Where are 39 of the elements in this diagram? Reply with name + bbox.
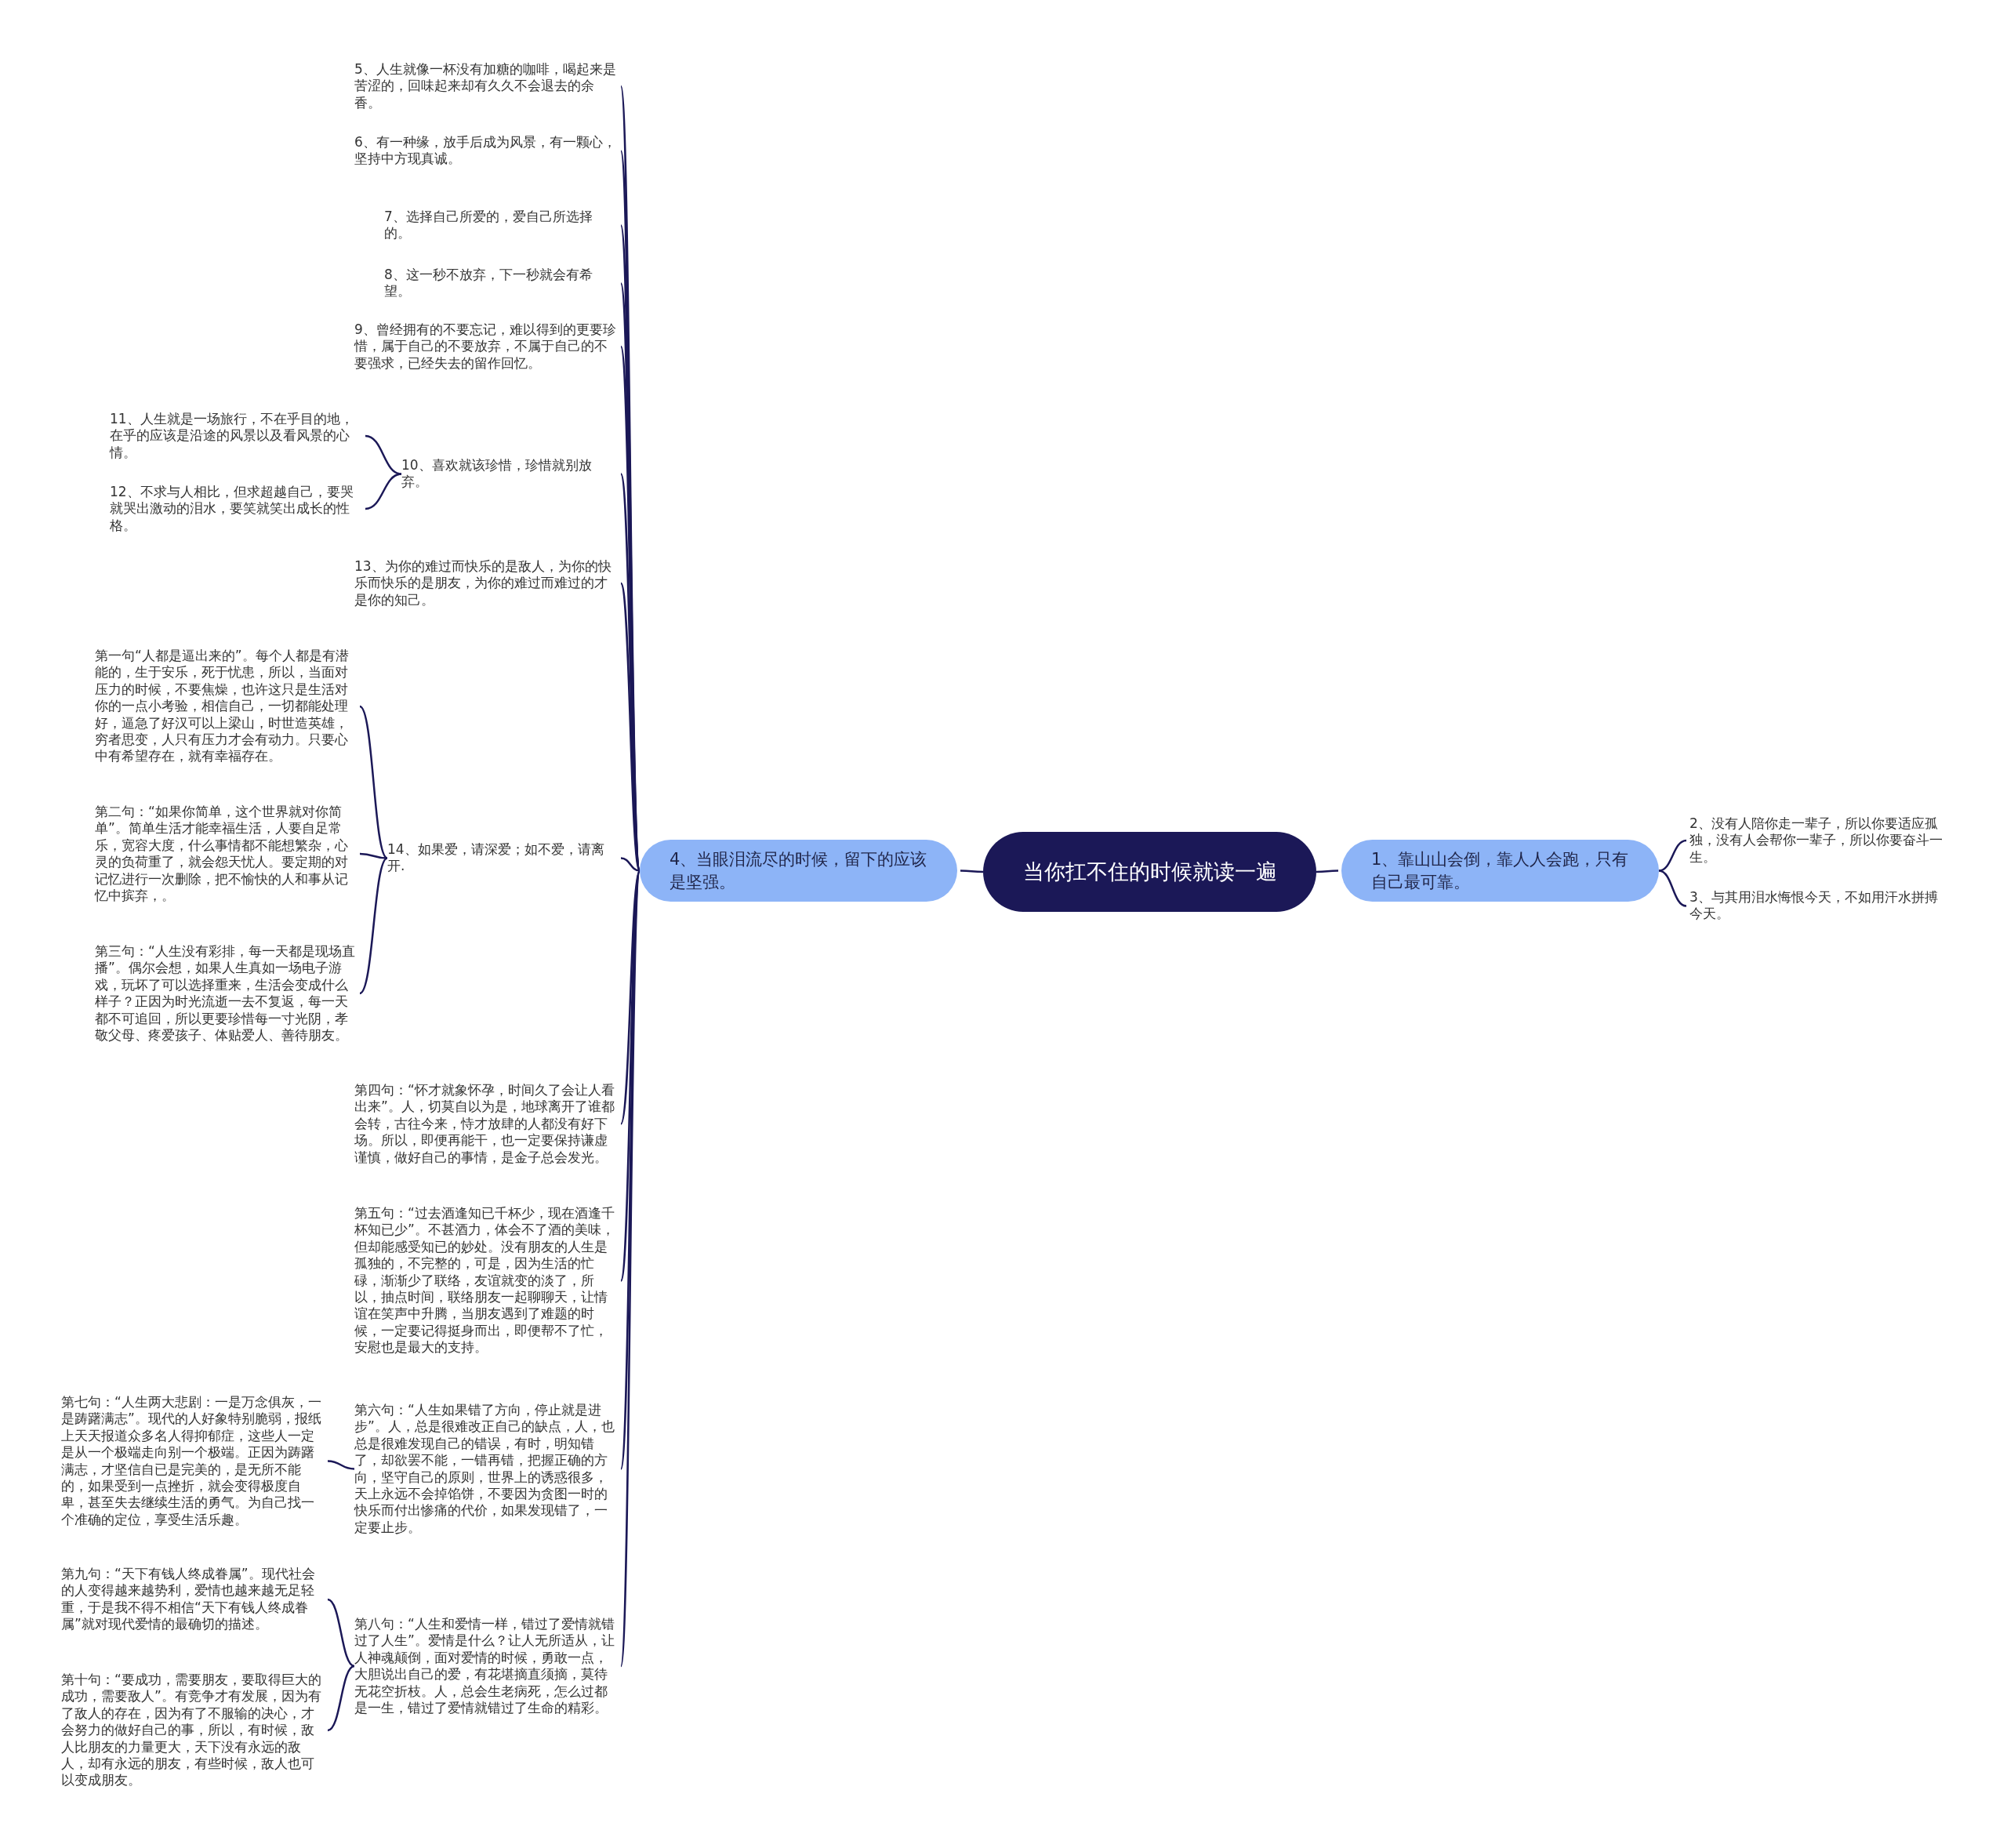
topic-text: 13、为你的难过而快乐的是敌人，为你的快乐而快乐的是朋友，为你的难过而难过的才是你的知己。 xyxy=(354,558,618,609)
connector-line xyxy=(327,1665,355,1732)
connector-line xyxy=(1658,839,1687,872)
root-topic: 当你扛不住的时候就读一遍 xyxy=(983,832,1316,912)
topic-text: 第六句：“人生如果错了方向，停止就是进步”。人，总是很难改正自己的缺点，人，也总是很难发现自己的错误，有时，明知错了，却欲罢不能，一错再错，把握正确的方向，坚守自己的原则，世界上的诱惑很多，天上永远不会掉馅饼，不要因为贪图一时的快乐而付出惨痛的代价，如果发现错了，一定要止步。 xyxy=(354,1402,618,1537)
topic-text: 第三句：“人生没有彩排，每一天都是现场直播”。偶尔会想，如果人生真如一场电子游戏，玩坏了可以选择重来，生活会变成什么样子？正因为时光流逝一去不复返，每一天都不可追回，所以更要珍惜每一寸光阴，孝敬父母、疼爱孩子、体贴爱人、善待朋友。 xyxy=(95,943,357,1044)
topic-text: 2、没有人陪你走一辈子，所以你要适应孤独，没有人会帮你一辈子，所以你要奋斗一生。 xyxy=(1689,815,1948,866)
topic-text: 5、人生就像一杯没有加糖的咖啡，喝起来是苦涩的，回味起来却有久久不会退去的余香。 xyxy=(354,61,618,112)
connector-line xyxy=(960,870,983,873)
topic-text: 第一句“人都是逼出来的”。每个人都是有潜能的，生于安乐，死于忧患，所以，当面对压力的时候，不要焦燥，也许这只是生活对你的一点小考验，相信自己，一切都能处理好，逼急了好汉可以上梁山，时世造英雄，穷者思变，人只有压力才会有动力。只要心中有希望存在，就有幸福存在。 xyxy=(95,648,357,765)
topic-text: 第二句：“如果你简单，这个世界就对你简单”。简单生活才能幸福生活，人要自足常乐，宽容大度，什么事情都不能想繁杂，心灵的负荷重了，就会怨天忧人。要定期的对记忆进行一次删除，把不愉快的人和事从记忆中摈弃，。 xyxy=(95,804,357,905)
connector-line xyxy=(365,473,402,510)
topic-text: 第九句：“天下有钱人终成眷属”。现代社会的人变得越来越势利，爱情也越来越无足轻重，于是我不得不相信“天下有钱人终成眷属”就对现代爱情的最确切的描述。 xyxy=(61,1566,325,1633)
topic-text: 第八句：“人生和爱情一样，错过了爱情就错过了人生”。爱情是什么？让人无所适从，让人神魂颠倒，面对爱情的时候，勇敢一点，大胆说出自己的爱，有花堪摘直须摘，莫待无花空折枝。人，总会生老病死，怎么过都是一生，错过了爱情就错过了生命的精彩。 xyxy=(354,1616,618,1717)
topic-text: 7、选择自己所爱的，爱自己所选择的。 xyxy=(384,209,618,242)
topic-text: 3、与其用泪水悔恨今天，不如用汗水拼搏今天。 xyxy=(1689,889,1948,923)
connector-line xyxy=(327,1460,355,1470)
connector-line xyxy=(619,870,641,1469)
topic-text: 第四句：“怀才就象怀孕，时间久了会让人看出来”。人，切莫自以为是，地球离开了谁都会转，古往今来，恃才放肆的人都没有好下场。所以，即便再能干，也一定要保持谦虚谨慎，做好自己的事情，是金子总会发光。 xyxy=(354,1082,618,1167)
connector-line xyxy=(1658,870,1687,907)
topic-text: 10、喜欢就该珍惜，珍惜就别放弃。 xyxy=(401,457,618,491)
topic-text: 14、如果爱，请深爱；如不爱，请离开. xyxy=(387,841,618,875)
topic-text: 12、不求与人相比，但求超越自己，要哭就哭出激动的泪水，要笑就笑出成长的性格。 xyxy=(110,484,362,535)
connector-line xyxy=(359,852,388,859)
topic-text: 11、人生就是一场旅行，不在乎目的地，在乎的应该是沿途的风景以及看风景的心情。 xyxy=(110,411,362,462)
topic-text: 6、有一种缘，放手后成为风景，有一颗心，坚持中方现真诚。 xyxy=(354,134,618,168)
connector-line xyxy=(359,706,388,859)
connector-line xyxy=(620,857,641,872)
topic-text: 9、曾经拥有的不要忘记，难以得到的更要珍惜，属于自己的不要放弃，不属于自己的不要强求，已经失去的留作回忆。 xyxy=(354,321,618,372)
connector-line xyxy=(327,1598,355,1668)
connector-line xyxy=(1316,870,1338,873)
topic-text: 第七句：“人生两大悲剧：一是万念俱灰，一是踌躇满志”。现代的人好象特别脆弱，报纸上天天报道众多名人得抑郁症，这些人一定是从一个极端走向别一个极端。正因为踌躇满志，才坚信自已是完美的，是无所不能的，如果受到一点挫折，就会变得极度自卑，甚至失去继续生活的勇气。为自己找一个准确的定位，享受生活乐趣。 xyxy=(61,1394,325,1529)
connector-line xyxy=(619,870,641,1281)
branch-topic: 1、靠山山会倒，靠人人会跑，只有自己最可靠。 xyxy=(1341,840,1659,902)
topic-text: 第五句：“过去酒逢知已千杯少，现在酒逢千杯知已少”。不甚酒力，体会不了酒的美味，但却能感受知已的妙处。没有朋友的人生是孤独的，不完整的，可是，因为生活的忙碌，渐渐少了联络，友谊就变的淡了，所以，抽点时间，联络朋友一起聊聊天，让情谊在笑声中升腾，当朋友遇到了难题的时候，一定要记得挺身而出，即便帮不了忙，安慰也是最大的支持。 xyxy=(354,1205,618,1356)
connector-line xyxy=(359,857,388,994)
topic-text: 8、这一秒不放弃，下一秒就会有希望。 xyxy=(384,267,618,300)
topic-text: 第十句：“要成功，需要朋友，要取得巨大的成功，需要敌人”。有竞争才有发展，因为有了敌人的存在，因为有了不服输的决心，才会努力的做好自己的事，所以，有时候，敌人比朋友的力量更大，天下没有永远的敌人，却有永远的朋友，有些时候，敌人也可以变成朋友。 xyxy=(61,1672,325,1789)
branch-topic: 4、当眼泪流尽的时候，留下的应该是坚强。 xyxy=(640,840,957,902)
